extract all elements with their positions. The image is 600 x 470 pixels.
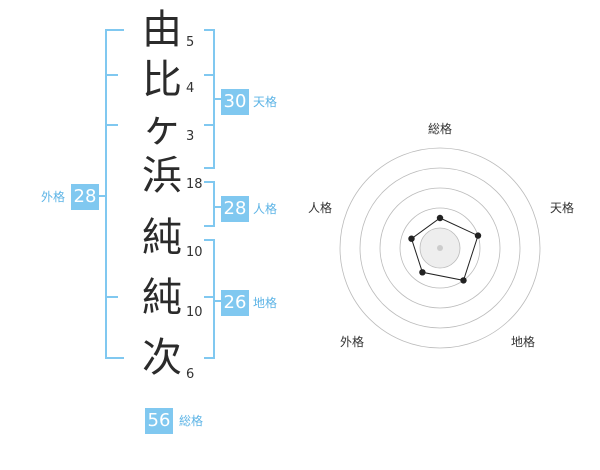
radar-label-top: 総格 [428,122,453,136]
radar-point-upper-right [474,232,482,239]
soukaku-label: 総格 [179,414,204,428]
chikaku-bracket [204,239,215,359]
stroke-count-1: 5 [186,35,195,50]
tenkaku-score-badge: 30 [221,89,249,115]
name-char-3: ヶ [142,105,182,151]
chikaku-label: 地格 [253,296,278,310]
radar-ring-4 [359,167,521,329]
name-char-4: 浜 [142,153,182,199]
stroke-count-4: 18 [186,177,203,192]
name-char-5: 純 [142,215,182,261]
name-char-1: 由 [142,7,182,53]
gaikaku-score-badge: 28 [71,184,99,210]
radar-label-lower-right: 地格 [511,335,536,349]
radar-polygon [410,217,479,281]
radar-point-upper-left [408,235,415,242]
radar-ring-3 [379,187,501,309]
radar-point-lower-right [460,277,467,284]
stroke-count-6: 10 [186,305,203,320]
radar-center [437,245,443,251]
jinkaku-bracket [204,181,215,227]
radar-ring-2 [399,207,481,289]
stroke-count-2: 4 [186,81,195,96]
radar-ring-5 [339,147,541,349]
radar-label-upper-left: 人格 [308,201,333,215]
soukaku-score-badge: 56 [145,408,173,434]
stroke-count-7: 6 [186,367,195,382]
tenkaku-label: 天格 [253,95,278,109]
chikaku-score-badge: 26 [221,290,249,316]
name-char-7: 次 [142,335,182,381]
radar-point-lower-left [419,269,426,276]
gaikaku-label: 外格 [41,190,66,204]
radar-label-lower-left: 外格 [340,335,365,349]
stroke-count-5: 10 [186,245,203,260]
stroke-count-3: 3 [186,129,195,144]
radar-point-top [436,214,444,222]
name-char-6: 純 [142,275,182,321]
jinkaku-score-badge: 28 [221,196,249,222]
outer-bracket [105,29,124,359]
name-char-2: 比 [142,57,182,103]
radar-label-upper-right: 天格 [550,201,575,215]
jinkaku-label: 人格 [253,202,278,216]
